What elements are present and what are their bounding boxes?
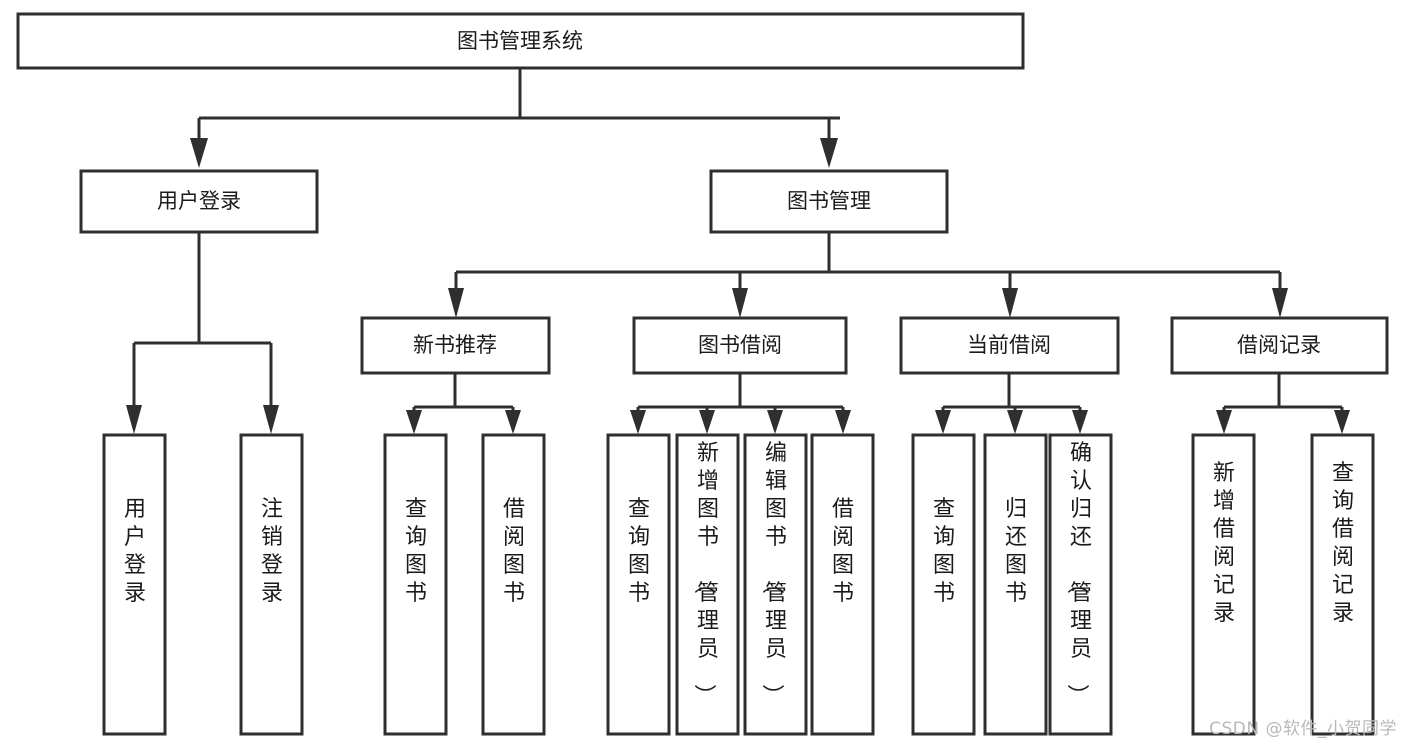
leaf-box[interactable] bbox=[810, 433, 875, 736]
leaf-box[interactable] bbox=[743, 433, 808, 736]
leaf-box[interactable] bbox=[1191, 433, 1256, 736]
node-new-book-recommend-label: 新书推荐 bbox=[413, 333, 497, 357]
leaf-label: 用户登录 bbox=[124, 497, 146, 606]
node-current-borrow-box[interactable] bbox=[899, 316, 1120, 375]
leaf-new-book-recommend-0[interactable]: 查询图书 bbox=[383, 433, 448, 736]
connector-book-borrow-to-leaves bbox=[630, 373, 851, 434]
leaf-label: 注销登录 bbox=[261, 497, 283, 606]
leaf-book-borrow-1[interactable]: 新增图书（管理员） bbox=[675, 433, 740, 736]
arrow-current-borrow-leaf-0 bbox=[935, 410, 951, 434]
node-user-login-label: 用户登录 bbox=[157, 189, 241, 213]
leaf-label: 确认归还（管理员） bbox=[1064, 441, 1092, 706]
node-book-borrow[interactable]: 图书借阅 bbox=[632, 316, 848, 375]
arrow-level3-0 bbox=[448, 288, 464, 318]
node-book-manage-label: 图书管理 bbox=[787, 189, 871, 213]
leaf-box[interactable] bbox=[911, 433, 976, 736]
node-new-book-recommend[interactable]: 新书推荐 bbox=[360, 316, 551, 375]
arrow-level3-3 bbox=[1272, 288, 1288, 318]
leaf-box[interactable] bbox=[606, 433, 671, 736]
arrow-book-borrow-leaf-2 bbox=[767, 410, 783, 434]
leaf-label: 编辑图书（管理员） bbox=[759, 441, 787, 706]
leaf-book-borrow-2[interactable]: 编辑图书（管理员） bbox=[743, 433, 808, 736]
arrow-to-user-login bbox=[190, 138, 208, 168]
arrow-book-borrow-leaf-1 bbox=[699, 410, 715, 434]
leaf-current-borrow-2[interactable]: 确认归还（管理员） bbox=[1048, 433, 1113, 736]
arrow-level3-2 bbox=[1002, 288, 1018, 318]
leaf-label: 归还图书 bbox=[1005, 497, 1027, 606]
node-user-login[interactable]: 用户登录 bbox=[79, 169, 319, 234]
node-borrow-record-box[interactable] bbox=[1170, 316, 1389, 375]
arrow-book-borrow-leaf-0 bbox=[630, 410, 646, 434]
connector-borrow-record-to-leaves bbox=[1216, 373, 1350, 434]
leaf-box[interactable] bbox=[383, 433, 448, 736]
arrow-user-login-leaf-1 bbox=[263, 405, 279, 434]
arrow-new-book-leaf-0 bbox=[406, 410, 422, 434]
arrow-borrow-record-leaf-0 bbox=[1216, 410, 1232, 434]
leaf-label: 新增借阅记录 bbox=[1213, 461, 1235, 626]
bus-mask bbox=[840, 110, 1240, 126]
arrow-to-book-manage bbox=[820, 138, 838, 168]
node-book-borrow-box[interactable] bbox=[632, 316, 848, 375]
arrow-borrow-record-leaf-1 bbox=[1334, 410, 1350, 434]
node-root-box[interactable] bbox=[16, 12, 1025, 70]
arrow-new-book-leaf-1 bbox=[505, 410, 521, 434]
arrow-current-borrow-leaf-2 bbox=[1072, 410, 1088, 434]
leaf-box[interactable] bbox=[481, 433, 546, 736]
node-borrow-record[interactable]: 借阅记录 bbox=[1170, 316, 1389, 375]
leaf-current-borrow-0[interactable]: 查询图书 bbox=[911, 433, 976, 736]
node-user-login-box[interactable] bbox=[79, 169, 319, 234]
node-root[interactable]: 图书管理系统 bbox=[16, 12, 1025, 70]
connector-book-manage-to-level3 bbox=[448, 232, 1288, 318]
leaf-box[interactable] bbox=[983, 433, 1048, 736]
leaf-current-borrow-1[interactable]: 归还图书 bbox=[983, 433, 1048, 736]
leaf-label: 借阅图书 bbox=[832, 497, 854, 606]
leaf-user-login-0[interactable]: 用户登录 bbox=[102, 433, 167, 736]
node-book-manage-box[interactable] bbox=[709, 169, 949, 234]
leaf-book-borrow-0[interactable]: 查询图书 bbox=[606, 433, 671, 736]
connector-new-book-recommend-to-leaves bbox=[406, 373, 521, 434]
leaf-box[interactable] bbox=[102, 433, 167, 736]
leaf-new-book-recommend-1[interactable]: 借阅图书 bbox=[481, 433, 546, 736]
leaf-box[interactable] bbox=[1310, 433, 1375, 736]
leaf-box[interactable] bbox=[239, 433, 304, 736]
node-book-borrow-label: 图书借阅 bbox=[698, 333, 782, 357]
arrow-level3-1 bbox=[732, 288, 748, 318]
leaf-label: 借阅图书 bbox=[503, 497, 525, 606]
arrow-user-login-leaf-0 bbox=[126, 405, 142, 434]
leaf-label: 新增图书（管理员） bbox=[691, 441, 719, 706]
node-borrow-record-label: 借阅记录 bbox=[1237, 333, 1321, 357]
leaf-label: 查询图书 bbox=[405, 497, 427, 606]
connector-current-borrow-to-leaves bbox=[935, 373, 1088, 434]
node-current-borrow-label: 当前借阅 bbox=[967, 333, 1051, 357]
leaf-label: 查询图书 bbox=[933, 497, 955, 606]
arrow-book-borrow-leaf-3 bbox=[835, 410, 851, 434]
connector-user-login-to-leaves bbox=[126, 232, 279, 434]
leaf-user-login-1[interactable]: 注销登录 bbox=[239, 433, 304, 736]
leaf-label: 查询借阅记录 bbox=[1332, 461, 1354, 626]
leaf-label: 查询图书 bbox=[628, 497, 650, 606]
arrow-current-borrow-leaf-1 bbox=[1007, 410, 1023, 434]
leaf-book-borrow-3[interactable]: 借阅图书 bbox=[810, 433, 875, 736]
leaf-borrow-record-0[interactable]: 新增借阅记录 bbox=[1191, 433, 1256, 736]
node-current-borrow[interactable]: 当前借阅 bbox=[899, 316, 1120, 375]
node-root-label: 图书管理系统 bbox=[457, 29, 583, 53]
leaf-box[interactable] bbox=[1048, 433, 1113, 736]
leaf-box[interactable] bbox=[675, 433, 740, 736]
leaf-borrow-record-1[interactable]: 查询借阅记录 bbox=[1310, 433, 1375, 736]
node-book-manage[interactable]: 图书管理 bbox=[709, 169, 949, 234]
